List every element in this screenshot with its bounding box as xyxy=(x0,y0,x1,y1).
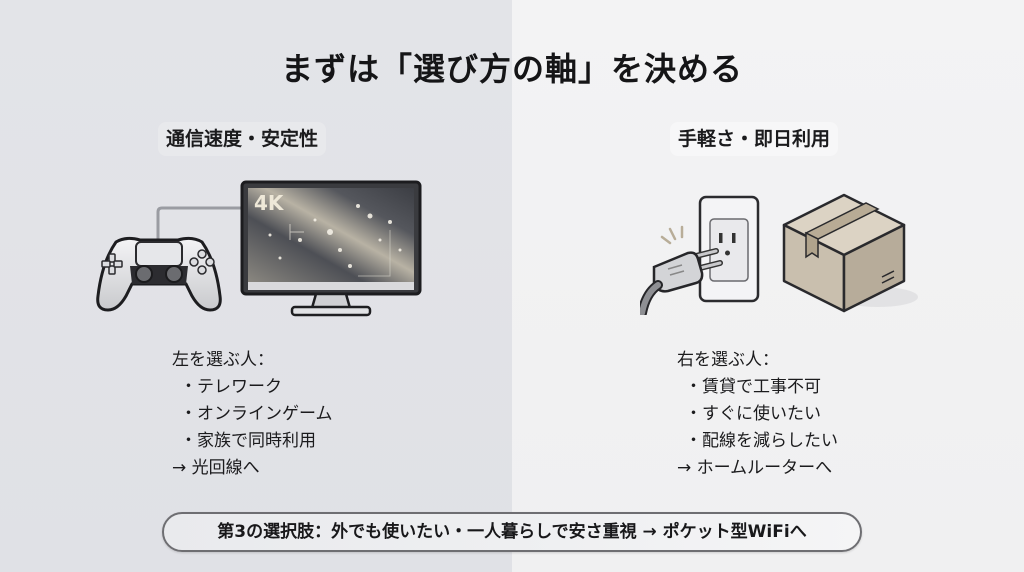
cable-line xyxy=(156,206,242,240)
right-list-item: ・賃貸で工事不可 xyxy=(685,377,821,397)
game-controller-icon xyxy=(96,236,222,312)
page-title: まずは「選び方の軸」を決める xyxy=(280,50,743,88)
right-section-label: 手軽さ・即日利用 xyxy=(670,122,839,156)
right-audience-list: 右を選ぶ人： ・賃貸で工事不可 ・すぐに使いたい ・配線を減らしたい → ホーム… xyxy=(677,347,838,482)
right-list-item: ・すぐに使いたい xyxy=(685,404,821,424)
right-panel-background xyxy=(512,0,1024,572)
left-list-item: ・テレワーク xyxy=(180,377,282,397)
cardboard-box-icon xyxy=(782,193,918,313)
power-plug-outlet-icon xyxy=(640,195,760,315)
monitor-icon: 4K xyxy=(240,180,422,317)
left-list-header: 左を選ぶ人： xyxy=(172,350,274,370)
monitor-4k-badge: 4K xyxy=(254,191,285,215)
left-section-label: 通信速度・安定性 xyxy=(158,122,327,156)
left-conclusion: → 光回線へ xyxy=(172,458,260,478)
left-list-item: ・オンラインゲーム xyxy=(180,404,333,424)
third-option-banner: 第3の選択肢：外でも使いたい・一人暮らしで安さ重視 → ポケット型WiFiへ xyxy=(162,512,862,552)
right-list-header: 右を選ぶ人： xyxy=(677,350,779,370)
left-audience-list: 左を選ぶ人： ・テレワーク ・オンラインゲーム ・家族で同時利用 → 光回線へ xyxy=(172,347,333,482)
left-list-item: ・家族で同時利用 xyxy=(180,431,316,451)
right-conclusion: → ホームルーターへ xyxy=(677,458,833,478)
right-list-item: ・配線を減らしたい xyxy=(685,431,838,451)
